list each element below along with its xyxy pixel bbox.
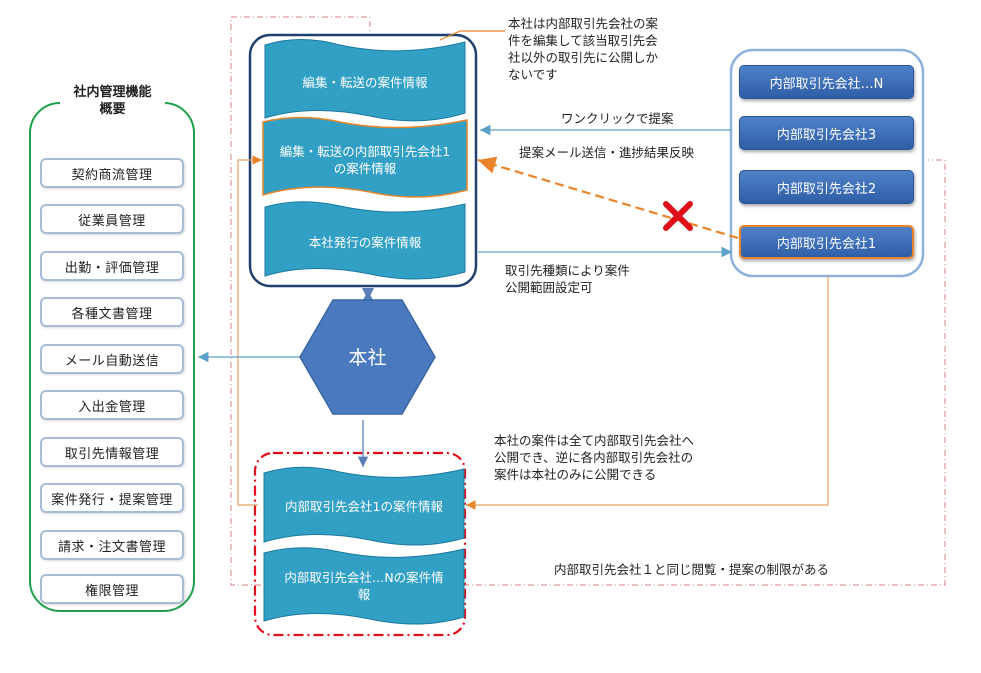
sidebar-item-partners[interactable]: 取引先情報管理	[40, 437, 184, 467]
proposal-mail-arrow	[477, 156, 739, 240]
sidebar-item-label: 案件発行・提案管理	[51, 492, 173, 508]
sidebar-item-label: 入出金管理	[78, 399, 146, 415]
sidebar-item-documents[interactable]: 各種文書管理	[40, 297, 184, 327]
partner-case-n[interactable]: 内部取引先会社…Nの案件情 報	[264, 565, 464, 607]
scroll-banner-3	[264, 201, 466, 280]
note-line: 件を編集して該当取引先会	[508, 33, 658, 48]
note-line: ないです	[508, 67, 558, 82]
note-line: 社以外の取引先に公開しか	[508, 50, 659, 65]
partner-label: 内部取引先会社1	[776, 236, 877, 252]
note-line: 公開でき、逆に各内部取引先会社の	[494, 450, 694, 465]
sidebar-item-label: 請求・注文書管理	[57, 539, 166, 555]
note-line: 取引先種類により案件	[505, 263, 630, 278]
partner-case-label: 内部取引先会社…Nの案件情	[284, 570, 444, 585]
office-case-partner1-edit[interactable]: 編集・転送の内部取引先会社1 の案件情報	[263, 138, 467, 182]
restriction-loop-line	[230, 16, 946, 586]
note-line: 案件は本社のみに公開できる	[494, 467, 657, 482]
hub-label[interactable]: 本社	[348, 347, 387, 369]
one-click-label: ワンクリックで提案	[561, 111, 674, 126]
cases-back-line	[237, 155, 262, 506]
office-case-label: 編集・転送の内部取引先会社1	[279, 144, 451, 159]
sidebar-item-label: 権限管理	[84, 583, 139, 599]
sidebar-item-mail[interactable]: メール自動送信	[40, 344, 184, 374]
sidebar-item-payments[interactable]: 入出金管理	[40, 390, 184, 420]
office-case-issued[interactable]: 本社発行の案件情報	[265, 222, 465, 262]
sidebar-item-attendance[interactable]: 出勤・評価管理	[40, 251, 184, 281]
sidebar-item-contract[interactable]: 契約商流管理	[40, 158, 184, 188]
sidebar-item-label: 取引先情報管理	[64, 446, 160, 462]
sidebar-title: 社内管理機能 概要	[60, 84, 165, 118]
partner-button-n[interactable]: 内部取引先会社…N	[739, 65, 914, 99]
cross-mark-icon	[663, 201, 693, 231]
note-line: 本社は内部取引先会社の案	[508, 16, 659, 31]
sidebar-title-line2: 概要	[99, 102, 126, 117]
partner-case-label: 内部取引先会社1の案件情報	[285, 498, 443, 514]
partners-frame	[729, 48, 925, 278]
partner-label: 内部取引先会社3	[776, 127, 877, 143]
top-note: 本社は内部取引先会社の案 件を編集して該当取引先会 社以外の取引先に公開しか な…	[508, 15, 658, 83]
office-case-label: 本社発行の案件情報	[308, 234, 422, 250]
scroll-banner-5	[263, 547, 465, 625]
sidebar-title-line1: 社内管理機能	[73, 85, 152, 100]
sidebar-item-label: 従業員管理	[78, 213, 146, 229]
scroll-banner-4	[263, 466, 465, 546]
sidebar-item-cases[interactable]: 案件発行・提案管理	[40, 483, 184, 513]
restriction-note: 内部取引先会社１と同じ閲覧・提案の制限がある	[554, 562, 830, 577]
partner-label: 内部取引先会社…N	[769, 76, 884, 92]
sidebar-item-label: 契約商流管理	[71, 167, 153, 183]
note-line: 公開範囲設定可	[505, 280, 593, 295]
partner-button-3[interactable]: 内部取引先会社3	[739, 116, 914, 150]
sidebar-item-label: メール自動送信	[64, 353, 160, 369]
partner-label: 内部取引先会社2	[776, 181, 877, 197]
sidebar-item-label: 出勤・評価管理	[64, 260, 160, 276]
scroll-banner-1	[264, 39, 466, 122]
partner1-cases-line	[466, 276, 829, 510]
scroll-banner-2	[262, 116, 468, 198]
office-case-label: 編集・転送の案件情報	[302, 74, 428, 90]
partner-button-1[interactable]: 内部取引先会社1	[739, 225, 914, 259]
office-case-edit-transfer[interactable]: 編集・転送の案件情報	[265, 62, 465, 102]
office-case-label: の案件情報	[333, 161, 397, 176]
hub-hexagon	[299, 299, 436, 415]
publish-note: 本社の案件は全て内部取引先会社へ 公開でき、逆に各内部取引先会社の 案件は本社の…	[494, 432, 694, 483]
partner-button-2[interactable]: 内部取引先会社2	[739, 170, 914, 204]
sidebar-item-label: 各種文書管理	[71, 306, 153, 322]
partner-cases-frame	[253, 451, 467, 637]
note-callout-line	[439, 30, 505, 41]
note-line: 本社の案件は全て内部取引先会社へ	[494, 433, 695, 448]
proposal-mail-label: 提案メール送信・進捗結果反映	[519, 145, 695, 160]
partner-case-label: 報	[357, 587, 371, 602]
sidebar-item-invoices[interactable]: 請求・注文書管理	[40, 530, 184, 560]
sidebar-item-permissions[interactable]: 権限管理	[40, 574, 184, 604]
sidebar-item-employee[interactable]: 従業員管理	[40, 204, 184, 234]
partner-case-1[interactable]: 内部取引先会社1の案件情報	[264, 486, 464, 526]
scope-note: 取引先種類により案件 公開範囲設定可	[505, 262, 630, 296]
